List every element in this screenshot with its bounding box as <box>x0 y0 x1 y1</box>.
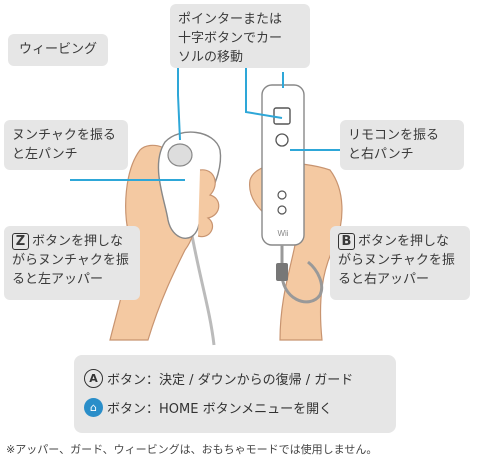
remote-home-button <box>277 190 287 200</box>
nunchuk-cable <box>188 224 216 346</box>
nunchuk-stick <box>167 143 193 167</box>
leader-pointer <box>245 68 283 119</box>
footnote: ※アッパー、ガード、ウィービングは、おもちゃモードでは使用しません。 <box>6 443 378 456</box>
left-fingers <box>197 169 220 238</box>
remote-a-button <box>275 133 289 147</box>
z-callout-text: ボタンを押しな がらヌンチャクを振 ると左アッパー <box>12 234 129 287</box>
callout-nunchuk-swing: ヌンチャクを振る と左パンチ <box>4 120 128 170</box>
legend-a-row: A ボタン：決定 / ダウンからの復帰 / ガード <box>84 364 386 393</box>
legend-home-row: ⌂ ボタン：HOME ボタンメニューを開く <box>84 393 386 422</box>
z-key-badge: Z <box>12 233 29 250</box>
callout-wiggling: ウィービング <box>8 34 108 66</box>
button-legend: A ボタン：決定 / ダウンからの復帰 / ガード ⌂ ボタン：HOME ボタン… <box>74 355 396 433</box>
remote-dpad <box>273 107 291 125</box>
a-button-icon: A <box>84 369 103 388</box>
leader-wiggling <box>177 66 181 141</box>
remote-1-button <box>277 205 287 215</box>
remote-wii-text: Wii <box>277 229 288 238</box>
legend-a-text: ボタン：決定 / ダウンからの復帰 / ガード <box>107 373 354 388</box>
callout-pointer: ポインターまたは 十字ボタンでカー ソルの移動 <box>170 4 310 68</box>
callout-remote-swing: リモコンを振る と右パンチ <box>340 120 464 170</box>
remote-strap <box>280 245 324 304</box>
b-key-badge: B <box>338 233 355 250</box>
b-callout-text: ボタンを押しな がらヌンチャクを振 ると右アッパー <box>338 234 455 287</box>
remote-strap-lock <box>276 263 288 281</box>
legend-home-text: ボタン：HOME ボタンメニューを開く <box>107 402 333 417</box>
home-button-icon: ⌂ <box>84 398 103 417</box>
